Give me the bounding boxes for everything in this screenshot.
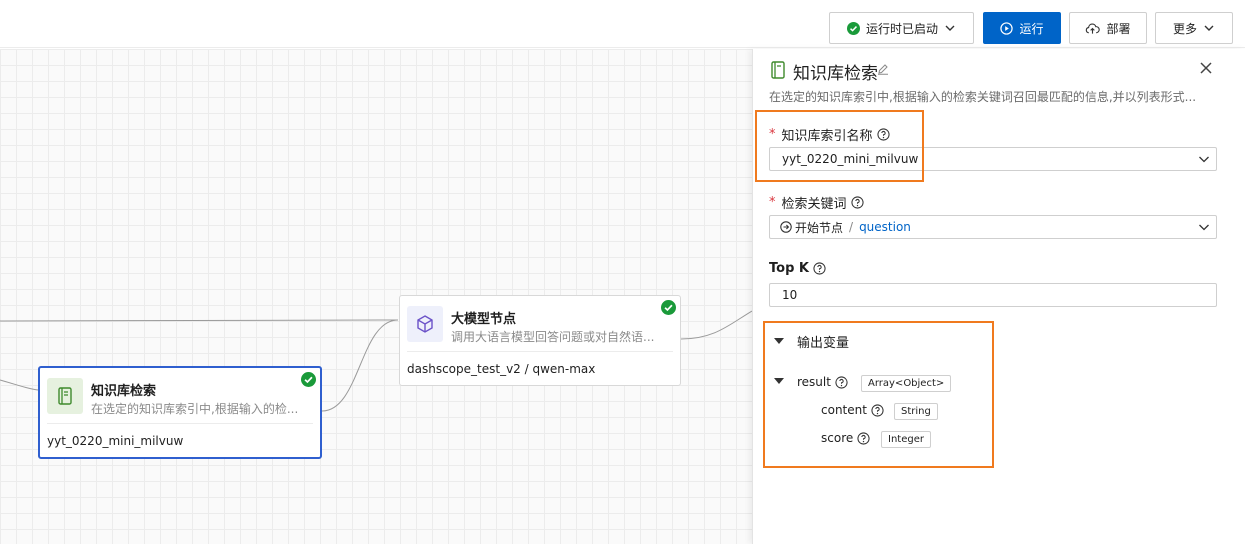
- output-name: score: [821, 431, 854, 445]
- node-config-panel: 知识库检索 在选定的知识库索引中,根据输入的检索关键词召回最匹配的信息,并以列表…: [752, 49, 1245, 544]
- index-name-text: 知识库索引名称: [781, 129, 873, 144]
- index-name-select[interactable]: yyt_0220_mini_milvuw: [769, 147, 1217, 171]
- topk-label: Top K: [769, 261, 826, 276]
- kb-node-title: 知识库检索: [91, 384, 157, 399]
- chevron-down-icon: [1199, 156, 1209, 163]
- book-icon: [771, 61, 785, 79]
- collapse-caret-icon[interactable]: [774, 338, 784, 344]
- chevron-down-icon: [1204, 25, 1214, 31]
- output-type-tag: String: [894, 403, 938, 420]
- check-circle-icon: [301, 372, 316, 387]
- chevron-down-icon: [945, 25, 955, 31]
- topk-text: Top K: [769, 261, 809, 276]
- llm-node-header: 大模型节点 调用大语言模型回答问题或对自然语...: [407, 306, 672, 344]
- help-icon[interactable]: [876, 128, 890, 141]
- output-type-tag: Integer: [881, 431, 931, 448]
- edit-icon[interactable]: [877, 63, 889, 75]
- runtime-status-label: 运行时已启动: [865, 21, 938, 36]
- cube-icon: [407, 306, 443, 342]
- check-circle-icon: [846, 21, 860, 35]
- index-name-value: yyt_0220_mini_milvuw: [782, 152, 919, 166]
- help-icon[interactable]: [835, 375, 848, 389]
- output-variables-title: 输出变量: [797, 336, 850, 351]
- panel-title: 知识库检索: [793, 64, 878, 84]
- llm-node-model: dashscope_test_v2 / qwen-max: [407, 362, 596, 376]
- run-button[interactable]: 运行: [983, 12, 1061, 44]
- index-name-label: * 知识库索引名称: [769, 125, 890, 144]
- keyword-label: * 检索关键词: [769, 193, 864, 212]
- run-label: 运行: [1019, 21, 1044, 36]
- knowledge-base-node[interactable]: 知识库检索 在选定的知识库索引中,根据输入的检... yyt_0220_mini…: [38, 366, 322, 459]
- help-icon[interactable]: [813, 262, 826, 275]
- help-icon[interactable]: [871, 403, 884, 417]
- chevron-down-icon: [1199, 224, 1209, 231]
- panel-description: 在选定的知识库索引中,根据输入的检索关键词召回最匹配的信息,并以列表形式...: [769, 90, 1197, 104]
- expand-caret-icon[interactable]: [774, 378, 784, 384]
- keyword-variable: question: [859, 220, 911, 234]
- topk-input[interactable]: [769, 283, 1217, 307]
- more-label: 更多: [1172, 21, 1197, 36]
- kb-node-desc: 在选定的知识库索引中,根据输入的检...: [91, 402, 299, 416]
- book-icon: [47, 378, 83, 414]
- runtime-status-dropdown[interactable]: 运行时已启动: [829, 12, 974, 44]
- check-circle-icon: [661, 300, 676, 315]
- more-dropdown[interactable]: 更多: [1155, 12, 1233, 44]
- edge-start-to-llm: [0, 319, 399, 322]
- kb-node-index: yyt_0220_mini_milvuw: [47, 434, 184, 448]
- output-name: result: [797, 375, 831, 389]
- deploy-label: 部署: [1106, 21, 1131, 36]
- path-separator: /: [849, 220, 854, 234]
- required-mark: *: [769, 195, 776, 210]
- play-circle-icon: [1000, 21, 1014, 35]
- edge-left-to-kb: [0, 379, 39, 391]
- output-type-tag: Array<Object>: [861, 375, 952, 392]
- keyword-select[interactable]: 开始节点 / question: [769, 215, 1217, 239]
- top-toolbar: 运行时已启动 运行 部署 更多: [0, 0, 1245, 48]
- close-icon[interactable]: [1197, 59, 1215, 77]
- output-score-row: score: [821, 431, 870, 445]
- keyword-text: 检索关键词: [781, 197, 847, 212]
- edge-kb-to-llm: [321, 319, 399, 412]
- workflow-canvas[interactable]: 大模型节点 调用大语言模型回答问题或对自然语... dashscope_test…: [0, 49, 752, 544]
- llm-node-desc: 调用大语言模型回答问题或对自然语...: [451, 330, 655, 344]
- kb-node-header: 知识库检索 在选定的知识库索引中,根据输入的检...: [47, 378, 312, 416]
- divider: [47, 423, 313, 424]
- output-result-row: result: [797, 375, 848, 389]
- variable-reference: 开始节点 / question: [780, 219, 911, 236]
- deploy-button[interactable]: 部署: [1069, 12, 1147, 44]
- divider: [407, 351, 673, 352]
- edge-layer: [0, 310, 752, 412]
- output-name: content: [821, 403, 867, 417]
- edge-llm-to-next: [680, 310, 752, 340]
- llm-node-title: 大模型节点: [451, 312, 517, 327]
- required-mark: *: [769, 127, 776, 142]
- llm-node[interactable]: 大模型节点 调用大语言模型回答问题或对自然语... dashscope_test…: [399, 295, 681, 386]
- help-icon[interactable]: [857, 431, 870, 445]
- arrow-right-circle-icon: [780, 221, 792, 233]
- help-icon[interactable]: [850, 196, 864, 209]
- cloud-upload-icon: [1086, 23, 1101, 34]
- keyword-source-node: 开始节点: [795, 220, 844, 235]
- output-content-row: content: [821, 403, 884, 417]
